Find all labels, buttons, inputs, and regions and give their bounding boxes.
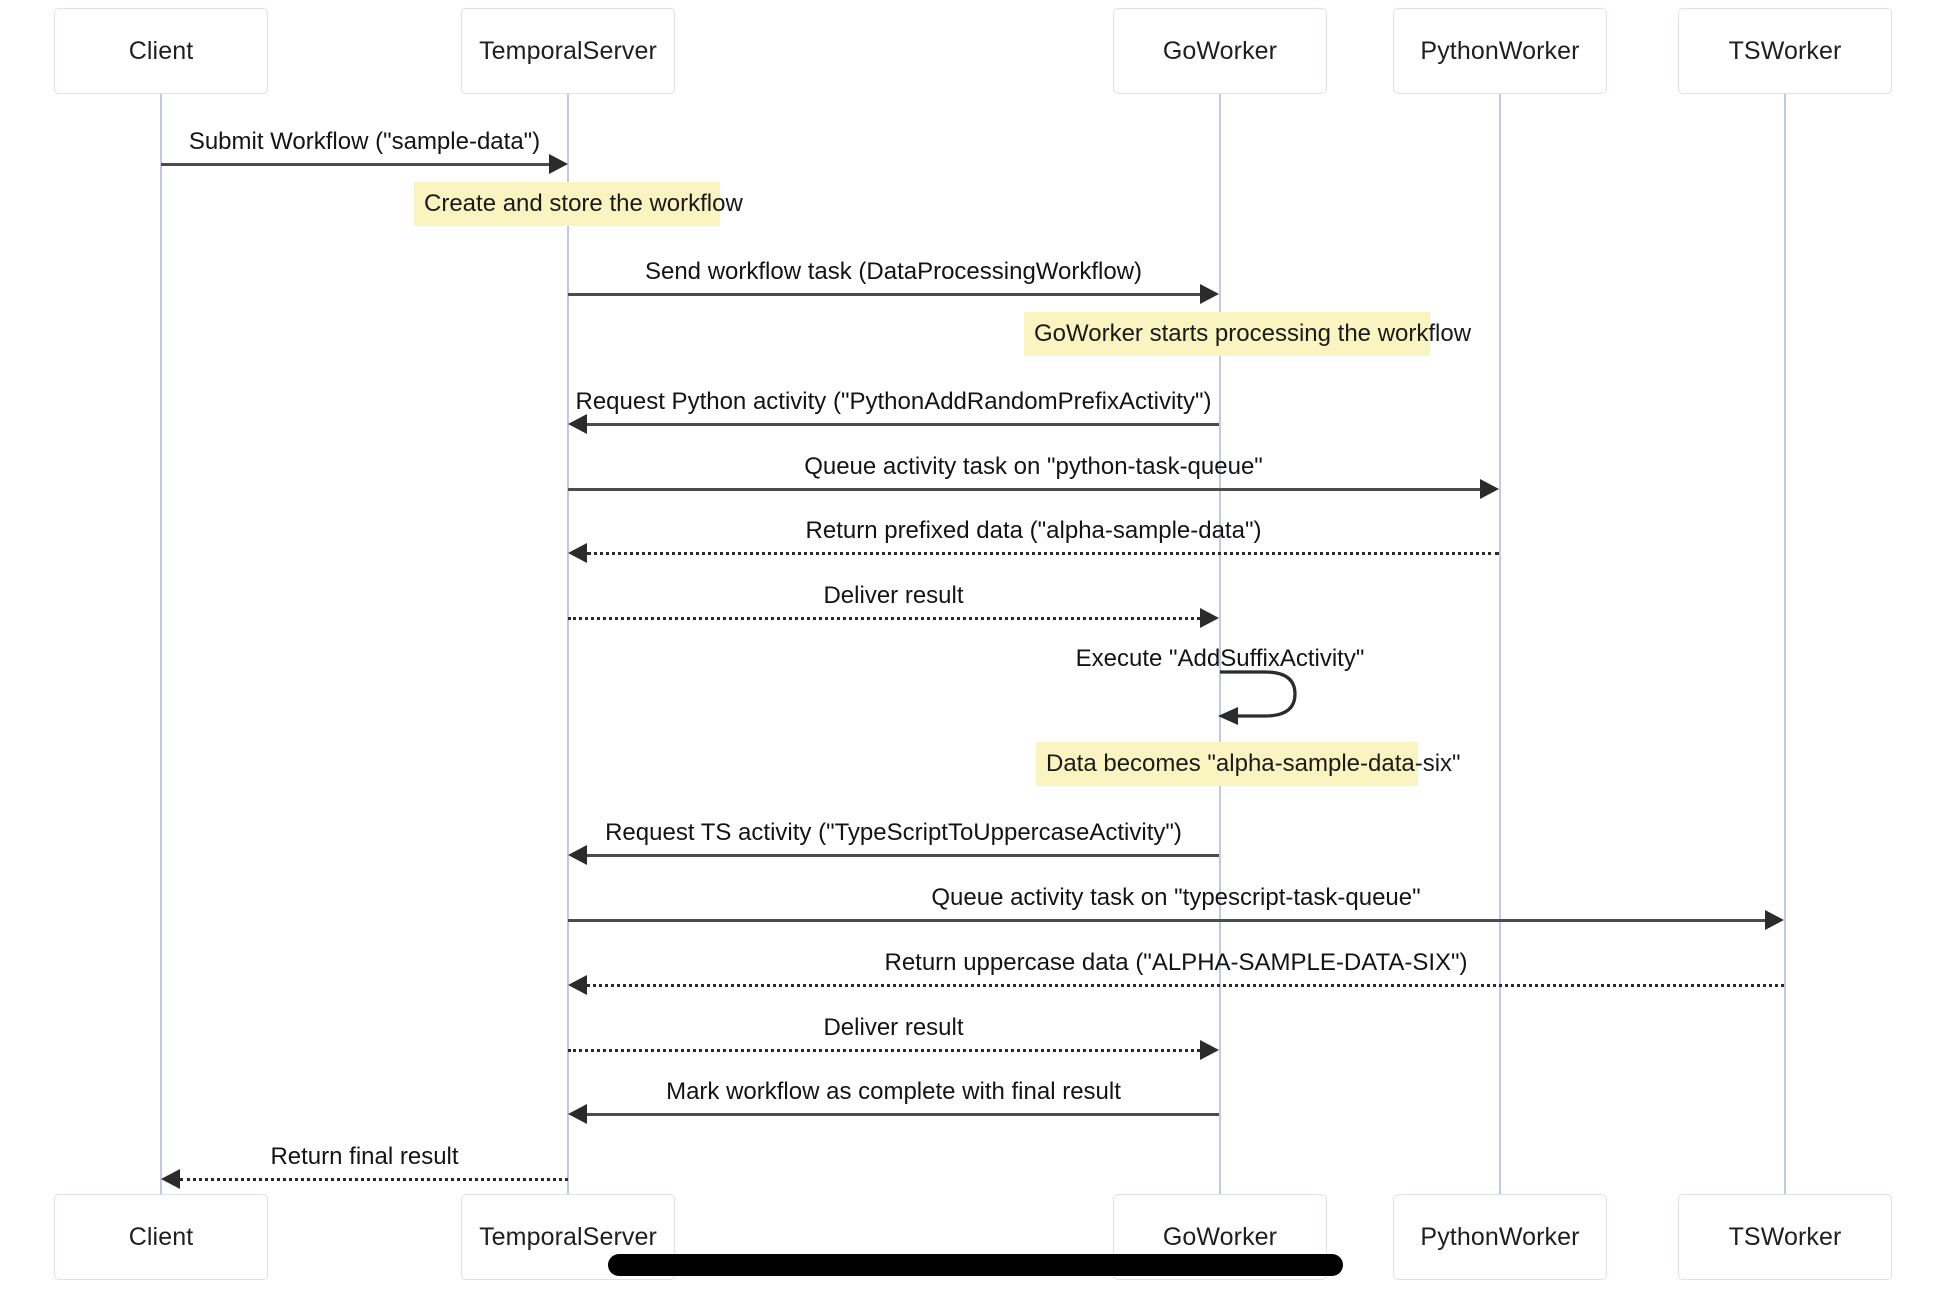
message-line-12: [587, 1113, 1219, 1116]
message-label-10: Return uppercase data ("ALPHA-SAMPLE-DAT…: [884, 949, 1468, 976]
message-line-3: [587, 423, 1219, 426]
message-label-6: Deliver result: [823, 582, 964, 609]
message-arrowhead-12: [568, 1104, 587, 1124]
message-arrowhead-6: [1200, 608, 1219, 628]
participant-box-tsworker-bottom[interactable]: TSWorker: [1678, 1194, 1892, 1280]
message-label-1: Submit Workflow ("sample-data"): [188, 128, 541, 155]
message-line-5: [587, 552, 1499, 555]
message-arrowhead-13: [161, 1169, 180, 1189]
message-line-4: [568, 488, 1480, 491]
message-arrowhead-4: [1480, 479, 1499, 499]
message-line-8: [587, 854, 1219, 857]
message-line-9: [568, 919, 1765, 922]
message-line-6: [568, 617, 1200, 620]
self-loop-icon: [1218, 670, 1297, 725]
note-data-becomes: Data becomes "alpha-sample-data-six": [1036, 742, 1461, 786]
message-arrowhead-10: [568, 975, 587, 995]
lifeline-client: [160, 94, 162, 1194]
lifeline-temporalserver: [567, 94, 569, 1194]
participant-box-client-bottom[interactable]: Client: [54, 1194, 268, 1280]
message-line-2: [568, 293, 1200, 296]
note-create-and-store-workflow: Create and store the workflow: [414, 182, 743, 226]
message-arrowhead-9: [1765, 910, 1784, 930]
message-label-7: Execute "AddSuffixActivity": [1075, 645, 1365, 672]
message-line-1: [161, 163, 549, 166]
message-arrowhead-3: [568, 414, 587, 434]
participant-box-goworker-top[interactable]: GoWorker: [1113, 8, 1327, 94]
message-label-11: Deliver result: [823, 1014, 964, 1041]
self-loop-arrow-goworker: [1210, 662, 1320, 731]
horizontal-scrollbar-thumb[interactable]: [608, 1254, 1343, 1276]
message-label-13: Return final result: [270, 1143, 459, 1170]
participant-box-pythonworker-top[interactable]: PythonWorker: [1393, 8, 1607, 94]
participant-box-temporalserver-top[interactable]: TemporalServer: [461, 8, 675, 94]
message-label-12: Mark workflow as complete with final res…: [666, 1078, 1121, 1105]
note-goworker-starts-processing: GoWorker starts processing the workflow: [1024, 312, 1471, 356]
message-line-13: [180, 1178, 568, 1181]
message-arrowhead-8: [568, 845, 587, 865]
lifeline-pythonworker: [1499, 94, 1501, 1194]
message-label-3: Request Python activity ("PythonAddRando…: [575, 388, 1212, 415]
message-label-9: Queue activity task on "typescript-task-…: [931, 884, 1421, 911]
message-arrowhead-2: [1200, 284, 1219, 304]
message-arrowhead-11: [1200, 1040, 1219, 1060]
message-line-10: [587, 984, 1784, 987]
message-label-4: Queue activity task on "python-task-queu…: [804, 453, 1263, 480]
lifeline-goworker: [1219, 94, 1221, 1194]
message-label-2: Send workflow task (DataProcessingWorkfl…: [644, 258, 1143, 285]
participant-box-client-top[interactable]: Client: [54, 8, 268, 94]
participant-box-pythonworker-bottom[interactable]: PythonWorker: [1393, 1194, 1607, 1280]
message-label-5: Return prefixed data ("alpha-sample-data…: [805, 517, 1262, 544]
participant-box-tsworker-top[interactable]: TSWorker: [1678, 8, 1892, 94]
message-arrowhead-1: [549, 154, 568, 174]
lifeline-tsworker: [1784, 94, 1786, 1194]
message-arrowhead-5: [568, 543, 587, 563]
message-label-8: Request TS activity ("TypeScriptToUpperc…: [605, 819, 1182, 846]
message-line-11: [568, 1049, 1200, 1052]
